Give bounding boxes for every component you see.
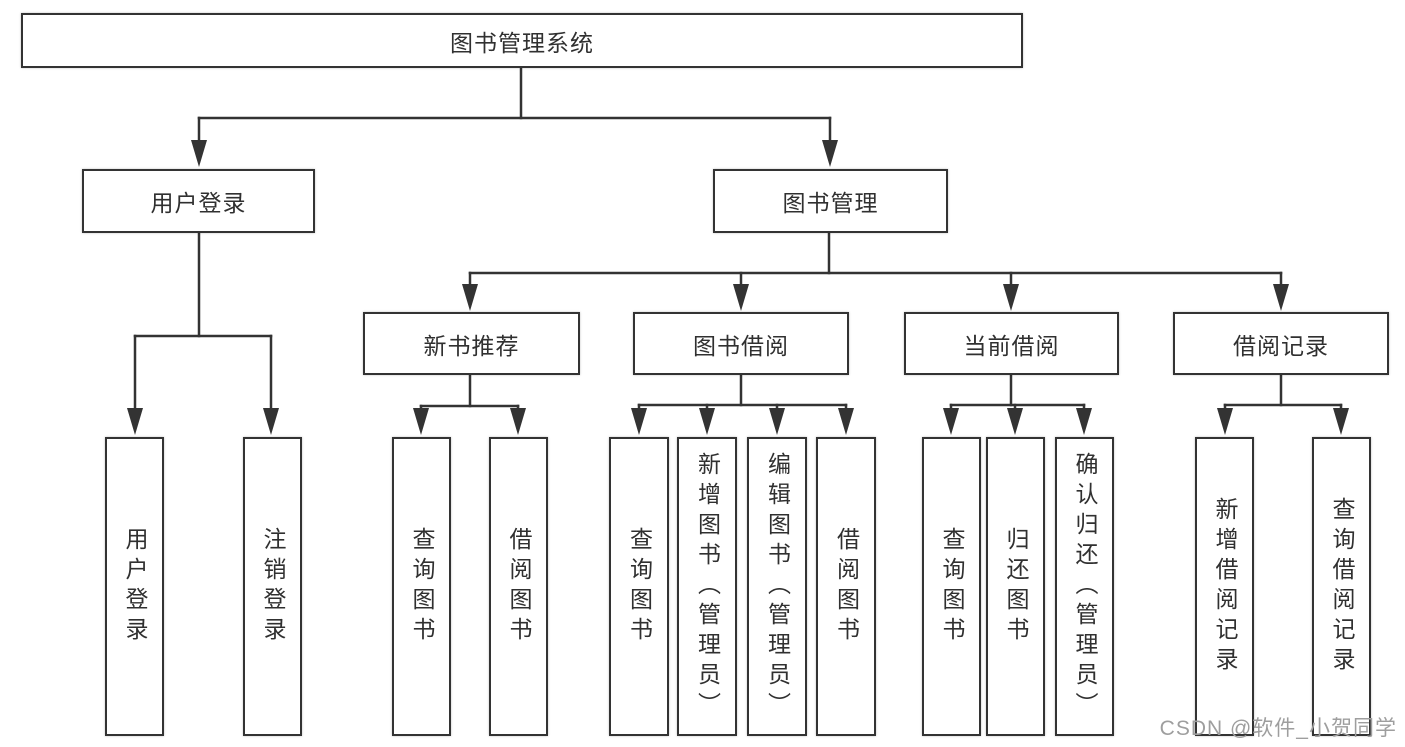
node-label: 新书推荐 xyxy=(423,332,520,359)
node-label: 注销登录 xyxy=(260,526,286,647)
node-query-books: 查询图书 xyxy=(609,437,669,736)
node-label: 新增借阅记录 xyxy=(1212,496,1238,677)
node-add-books-admin: 新增图书（管理员） xyxy=(677,437,737,736)
node-borrowing-records: 借阅记录 xyxy=(1173,312,1389,375)
node-label: 借阅记录 xyxy=(1233,332,1329,359)
node-label: 查询图书 xyxy=(409,526,435,647)
node-user-login: 用户登录 xyxy=(82,169,315,233)
node-label: 编辑图书（管理员） xyxy=(764,451,791,722)
node-label: 新增图书（管理员） xyxy=(694,451,721,722)
node-label: 确认归还（管理员） xyxy=(1072,451,1098,722)
node-label: 图书借阅 xyxy=(693,332,789,359)
node-label: 图书管理系统 xyxy=(450,29,594,56)
node-label: 查询图书 xyxy=(939,526,965,647)
node-query-borrow-record: 查询借阅记录 xyxy=(1312,437,1371,736)
node-label: 用户登录 xyxy=(122,526,148,647)
watermark-text: CSDN @软件_小贺同学 xyxy=(1159,717,1397,740)
node-confirm-return-admin: 确认归还（管理员） xyxy=(1055,437,1114,736)
node-borrow-books: 借阅图书 xyxy=(816,437,876,736)
node-label: 查询借阅记录 xyxy=(1329,496,1355,677)
arrowhead-icons xyxy=(127,140,1349,435)
node-book-borrowing: 图书借阅 xyxy=(633,312,849,375)
node-library-management-system: 图书管理系统 xyxy=(21,13,1023,68)
node-label: 用户登录 xyxy=(150,190,247,216)
node-book-management: 图书管理 xyxy=(713,169,948,233)
node-label: 当前借阅 xyxy=(963,332,1060,359)
node-borrow-books: 借阅图书 xyxy=(489,437,548,736)
node-query-books: 查询图书 xyxy=(392,437,451,736)
node-return-books: 归还图书 xyxy=(986,437,1045,736)
node-label: 图书管理 xyxy=(782,190,879,216)
node-add-borrow-record: 新增借阅记录 xyxy=(1195,437,1254,736)
node-label: 借阅图书 xyxy=(506,526,532,647)
node-query-books: 查询图书 xyxy=(922,437,981,736)
node-current-borrowing: 当前借阅 xyxy=(904,312,1119,375)
node-label: 归还图书 xyxy=(1003,526,1029,647)
node-label: 借阅图书 xyxy=(833,526,860,647)
node-logout-action: 注销登录 xyxy=(243,437,302,736)
node-new-book-recommendation: 新书推荐 xyxy=(363,312,580,375)
node-edit-books-admin: 编辑图书（管理员） xyxy=(747,437,807,736)
node-label: 查询图书 xyxy=(626,526,653,647)
node-user-login-action: 用户登录 xyxy=(105,437,164,736)
